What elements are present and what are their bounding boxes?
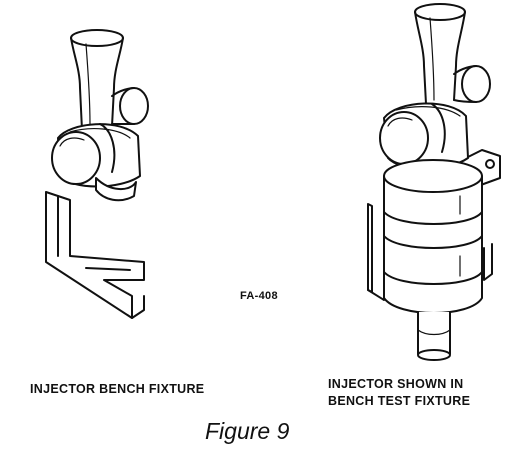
right-caption: INJECTOR SHOWN IN BENCH TEST FIXTURE — [328, 376, 470, 410]
left-bracket — [45, 191, 145, 319]
right-injector-body — [379, 102, 469, 170]
left-injector-tube — [70, 29, 124, 131]
right-injector-nozzle — [417, 311, 451, 361]
left-injector-body — [51, 123, 141, 202]
figure-title: Figure 9 — [205, 418, 290, 444]
left-caption: INJECTOR BENCH FIXTURE — [30, 382, 205, 396]
right-test-fixture-cylinder — [383, 159, 483, 314]
right-caption-line-1: INJECTOR SHOWN IN — [328, 377, 464, 391]
figure-code-label: FA-408 — [240, 290, 278, 302]
left-injector-side-port — [111, 87, 149, 125]
right-injector-tube — [414, 3, 466, 105]
right-injector-side-port — [453, 65, 491, 103]
right-bracket — [367, 149, 501, 301]
right-caption-line-2: BENCH TEST FIXTURE — [328, 394, 471, 408]
